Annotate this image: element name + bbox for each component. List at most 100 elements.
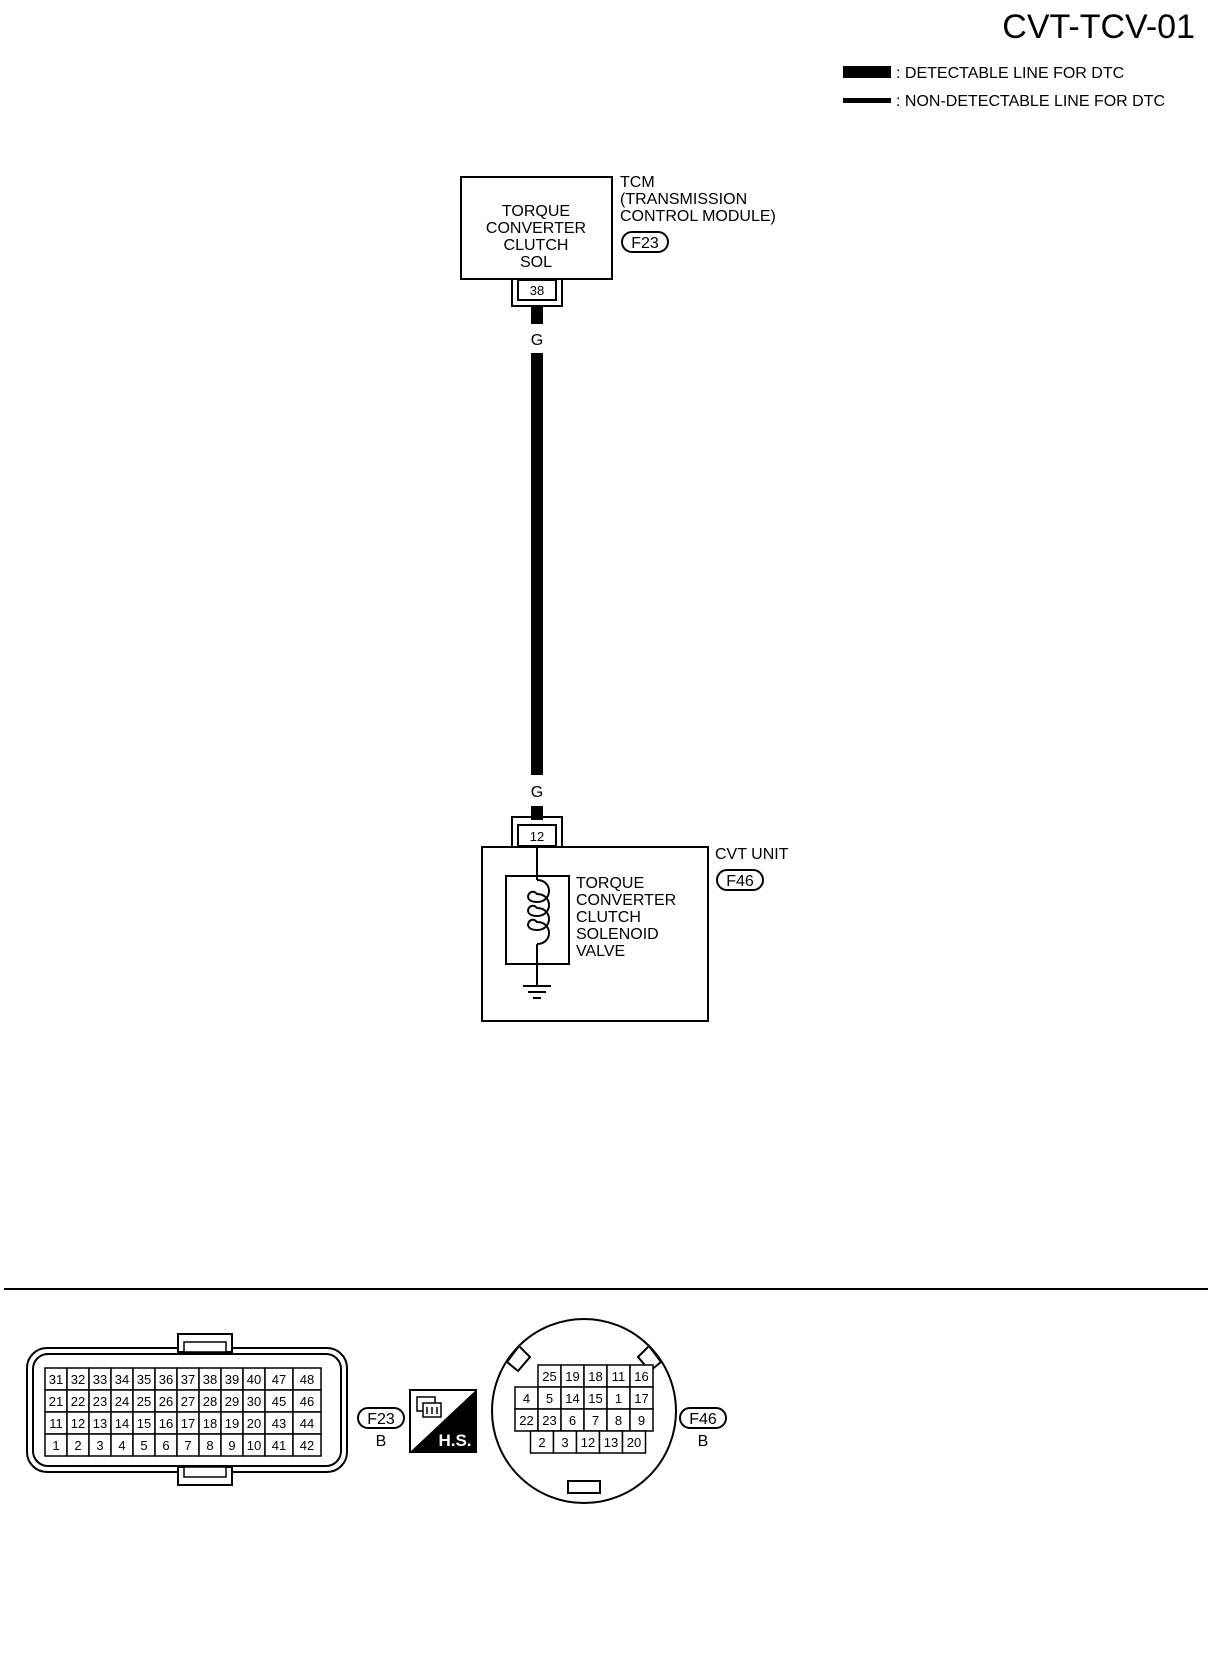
f46-terminal-number: 19 [565, 1369, 579, 1384]
f23-terminal-number: 24 [115, 1394, 129, 1409]
f23-terminal-number: 45 [272, 1394, 286, 1409]
f23-terminal-number: 30 [247, 1394, 261, 1409]
f46-id-badge [679, 1407, 727, 1429]
diagram-title: CVT-TCV-01 [1002, 8, 1195, 46]
f46-housing-circle [491, 1318, 677, 1504]
valve-label-line-3: CLUTCH [576, 909, 641, 926]
f46-terminal-number: 22 [519, 1413, 533, 1428]
tcm-name-line-3: CONTROL MODULE) [620, 208, 776, 225]
f23-terminal-number: 27 [181, 1394, 195, 1409]
tcm-box-line-4: SOL [520, 254, 552, 271]
f23-terminal-number: 25 [137, 1394, 151, 1409]
f23-terminal-number: 43 [272, 1416, 286, 1431]
f46-key-bottom [567, 1480, 601, 1494]
f46-terminal-number: 12 [581, 1435, 595, 1450]
f23-terminal-number: 13 [93, 1416, 107, 1431]
tcm-box-line-1: TORQUE [502, 203, 570, 220]
f23-terminal-number: 31 [49, 1372, 63, 1387]
f23-terminal-number: 16 [159, 1416, 173, 1431]
f46-terminal-number: 17 [634, 1391, 648, 1406]
f46-terminal-number: 9 [638, 1413, 645, 1428]
f23-terminal-number: 48 [300, 1372, 314, 1387]
f46-terminal-number: 18 [588, 1369, 602, 1384]
f23-terminal-number: 33 [93, 1372, 107, 1387]
f23-terminal-number: 8 [206, 1438, 213, 1453]
legend-detectable-label: : DETECTABLE LINE FOR DTC [896, 65, 1124, 82]
tcm-pin-number: 38 [530, 283, 544, 298]
f23-lock-top-inner [183, 1341, 227, 1353]
f23-terminal-number: 29 [225, 1394, 239, 1409]
cvt-unit-box [481, 846, 709, 1022]
ground-icon [523, 985, 551, 999]
f23-lock-bottom-inner [183, 1466, 227, 1478]
connector-view-icon [416, 1396, 442, 1418]
f23-terminal-number: 4 [118, 1438, 125, 1453]
f46-terminal-number: 20 [627, 1435, 641, 1450]
f46-terminal-number: 15 [588, 1391, 602, 1406]
f23-id-badge [357, 1407, 405, 1429]
tcm-connector-id: F23 [631, 235, 659, 252]
f23-terminal-number: 40 [247, 1372, 261, 1387]
non-detectable-line-swatch [843, 98, 891, 103]
f46-terminal-number: 4 [523, 1391, 530, 1406]
cvt-connector-badge [716, 869, 764, 891]
tcm-terminal-box [517, 279, 557, 301]
f23-terminal-number: 22 [71, 1394, 85, 1409]
f46-id-label: F46 [689, 1411, 717, 1428]
f23-terminal-cell [292, 1433, 322, 1457]
f23-terminal-number: 36 [159, 1372, 173, 1387]
f23-terminal-number: 26 [159, 1394, 173, 1409]
solenoid-coil-icon [527, 879, 550, 945]
tcm-box-line-2: CONVERTER [486, 220, 586, 237]
f23-terminal-number: 7 [184, 1438, 191, 1453]
cvt-terminal-bracket [511, 816, 563, 847]
f46-terminal-number: 16 [634, 1369, 648, 1384]
f46-terminal-cell [621, 1430, 647, 1454]
f23-terminal-number: 44 [300, 1416, 314, 1431]
f46-terminal-number: 2 [538, 1435, 545, 1450]
f46-terminal-number: 11 [612, 1369, 626, 1384]
f23-terminal-number: 28 [203, 1394, 217, 1409]
hs-badge-text: H.S. [438, 1431, 471, 1450]
wire-g: G G [531, 306, 543, 820]
f23-terminal-number: 46 [300, 1394, 314, 1409]
legend-non-detectable-label: : NON-DETECTABLE LINE FOR DTC [896, 93, 1165, 110]
f23-terminal-number: 6 [162, 1438, 169, 1453]
tcm-connector-badge [621, 231, 669, 253]
wire-color-top: G [531, 332, 543, 349]
wire-segment-top [531, 306, 543, 324]
f23-terminal-number: 14 [115, 1416, 129, 1431]
f23-terminal-number: 11 [49, 1416, 63, 1431]
f46-terminal-number: 7 [592, 1413, 599, 1428]
f46-terminal-number: 6 [569, 1413, 576, 1428]
f46-terminal-number: 8 [615, 1413, 622, 1428]
f23-terminal-number: 42 [300, 1438, 314, 1453]
f23-terminal-number: 12 [71, 1416, 85, 1431]
tcm-block: TORQUE CONVERTER CLUTCH SOL TCM (TRANSMI… [460, 174, 776, 307]
f23-terminal-number: 5 [140, 1438, 147, 1453]
f23-terminal-number: 38 [203, 1372, 217, 1387]
f46-terminal-number: 14 [565, 1391, 579, 1406]
f23-terminal-number: 19 [225, 1416, 239, 1431]
f23-terminal-number: 23 [93, 1394, 107, 1409]
f23-terminal-number: 2 [74, 1438, 81, 1453]
valve-label-line-4: SOLENOID [576, 926, 659, 943]
legend: : DETECTABLE LINE FOR DTC : NON-DETECTAB… [843, 65, 1165, 110]
f46-terminal-number: 1 [615, 1391, 622, 1406]
f23-terminal-number: 17 [181, 1416, 195, 1431]
f23-terminal-number: 20 [247, 1416, 261, 1431]
f23-terminal-number: 18 [203, 1416, 217, 1431]
f46-key-left [505, 1344, 532, 1373]
tcm-box-line-3: CLUTCH [504, 237, 569, 254]
f23-terminal-number: 41 [272, 1438, 286, 1453]
f23-terminal-number: 37 [181, 1372, 195, 1387]
f46-color-label: B [698, 1433, 709, 1450]
valve-label-line-1: TORQUE [576, 875, 644, 892]
f23-terminal-number: 47 [272, 1372, 286, 1387]
tcm-name-line-2: (TRANSMISSION [620, 191, 747, 208]
f23-terminal-number: 34 [115, 1372, 129, 1387]
f23-terminal-number: 15 [137, 1416, 151, 1431]
